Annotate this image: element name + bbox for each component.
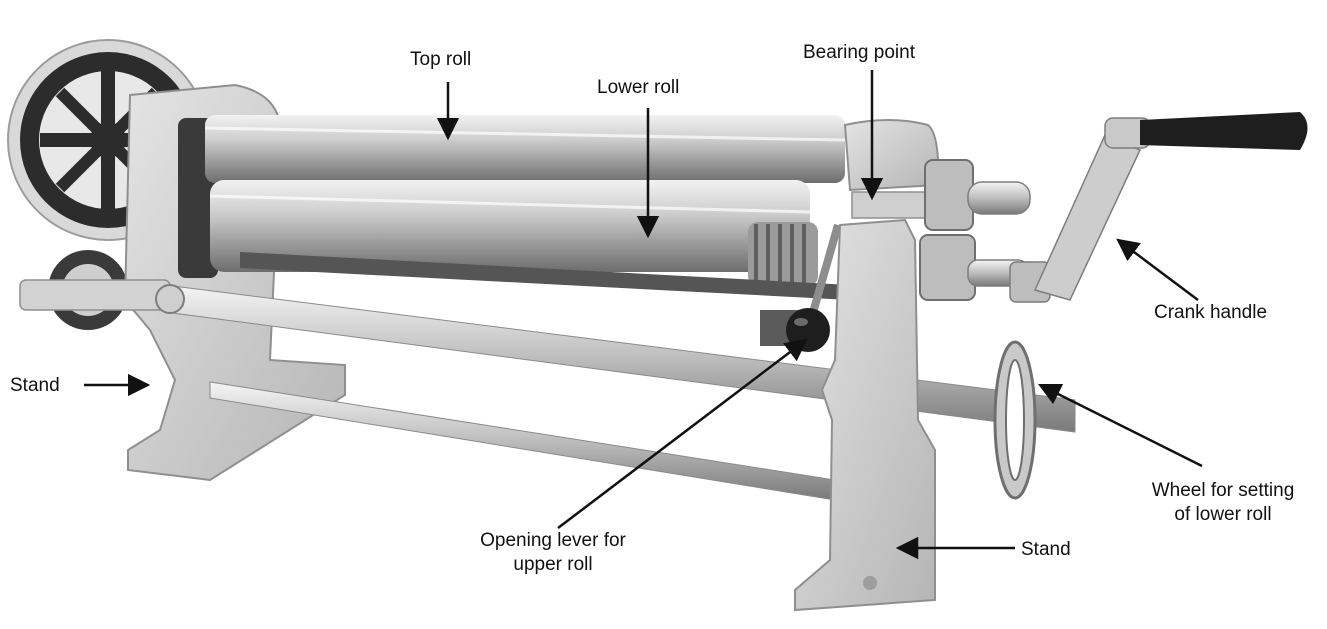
top-roll [204,115,846,183]
label-crank-handle: Crank handle [1154,302,1268,323]
crank-handle [1009,112,1308,303]
right-stand-casting [794,218,936,612]
label-opening-lever: Opening lever for upper roll [458,529,648,577]
lower-tie-rod [209,381,836,501]
label-wheel-setting-line-2: of lower roll [1174,504,1272,525]
label-wheel-setting-line-1: Wheel for setting [1151,480,1295,501]
arrow-crank-handle [1116,238,1199,301]
label-bearing-point: Bearing point [803,42,915,63]
lower-roll [209,180,818,286]
label-stand-left: Stand [10,375,60,396]
label-opening-lever-line-1: Opening lever for [480,530,626,551]
label-top-roll: Top roll [410,49,472,70]
label-wheel-setting: Wheel for setting of lower roll [1128,479,1318,527]
label-opening-lever-line-2: upper roll [513,554,593,575]
arrow-wheel-setting [1037,383,1203,468]
label-stand-right: Stand [1021,539,1071,560]
lower-roll-thread [748,222,818,286]
annotation-arrows [84,70,1203,560]
label-lower-roll: Lower roll [597,77,680,98]
arrow-opening-lever [557,338,808,529]
inner-shaft [240,252,850,300]
adjusting-wheel [993,340,1037,500]
right-gears [919,159,1031,301]
